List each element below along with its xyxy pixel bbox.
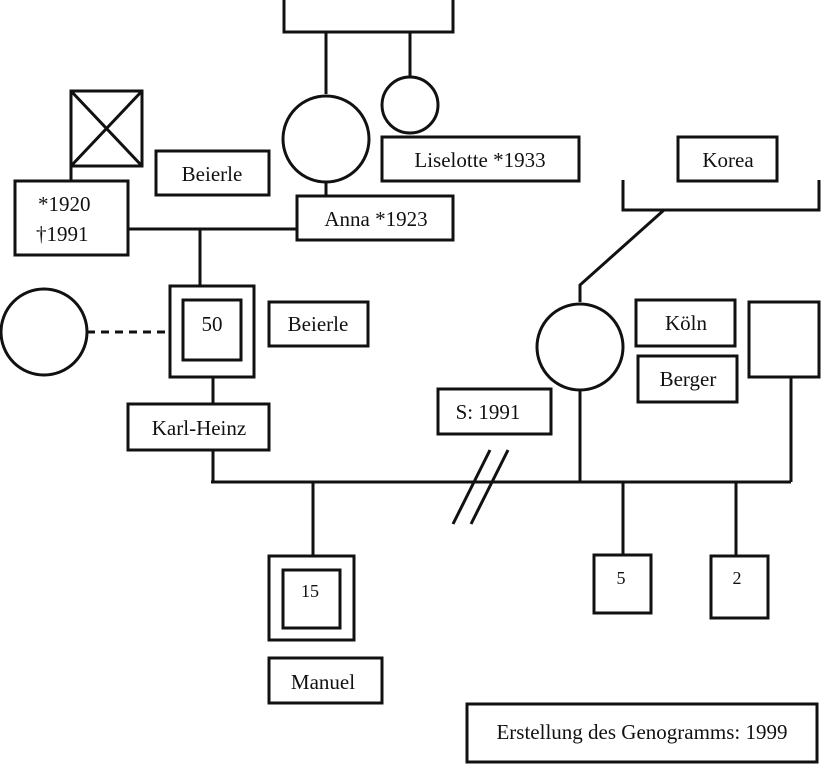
former-partner-symbol	[0, 287, 89, 377]
separation-box	[436, 387, 553, 436]
child-3-age-text: 2	[733, 568, 742, 588]
manuel-text: Manuel	[291, 670, 355, 694]
berger-box	[636, 354, 739, 404]
anna-symbol	[281, 94, 371, 184]
anna-box	[295, 194, 455, 242]
karl-heinz-inner-symbol	[181, 298, 243, 362]
child-2-age-text: 5	[617, 568, 626, 588]
manuel-outer-symbol	[267, 554, 356, 642]
grandfather-death-text: †1991	[36, 222, 89, 246]
anna-text: Anna *1923	[324, 207, 427, 231]
line-korea-to-wife	[578, 208, 665, 302]
separation-slash-2	[469, 449, 510, 525]
korea-bracket	[621, 180, 821, 212]
separation-text: S: 1991	[456, 400, 521, 424]
koeln-box	[634, 298, 737, 348]
liselotte-text: Liselotte *1933	[414, 148, 545, 172]
karl-heinz-age-text: 50	[202, 312, 223, 336]
korea-text: Korea	[702, 148, 754, 172]
separation-slash-1	[451, 449, 492, 525]
manuel-inner-symbol	[281, 568, 342, 630]
child-2-symbol	[592, 553, 653, 615]
karl-heinz-text: Karl-Heinz	[152, 416, 246, 440]
liselotte-symbol	[380, 75, 440, 135]
beierle-top-text: Beierle	[182, 162, 243, 186]
koeln-text: Köln	[665, 311, 708, 335]
wife-symbol	[535, 302, 625, 392]
grandfather-dates-box	[13, 179, 130, 257]
grandfather-symbol	[69, 89, 144, 168]
grandfather-birth-text: *1920	[38, 192, 91, 216]
wife-partner-symbol	[747, 300, 821, 379]
deceased-cross-line-2	[69, 89, 144, 168]
manuel-box	[267, 656, 384, 705]
child-3-symbol	[709, 554, 770, 620]
liselotte-box	[380, 135, 581, 183]
korea-box	[676, 135, 779, 183]
beierle-mid-box	[267, 300, 370, 348]
beierle-top-box	[154, 149, 271, 197]
manuel-age-text: 15	[301, 581, 319, 601]
berger-text: Berger	[660, 367, 717, 391]
footer-text: Erstellung des Genogramms: 1999	[496, 720, 787, 744]
beierle-mid-text: Beierle	[288, 312, 349, 336]
footer-box	[465, 702, 819, 764]
top-parents-bracket	[282, 0, 455, 34]
karl-heinz-box	[126, 402, 271, 452]
